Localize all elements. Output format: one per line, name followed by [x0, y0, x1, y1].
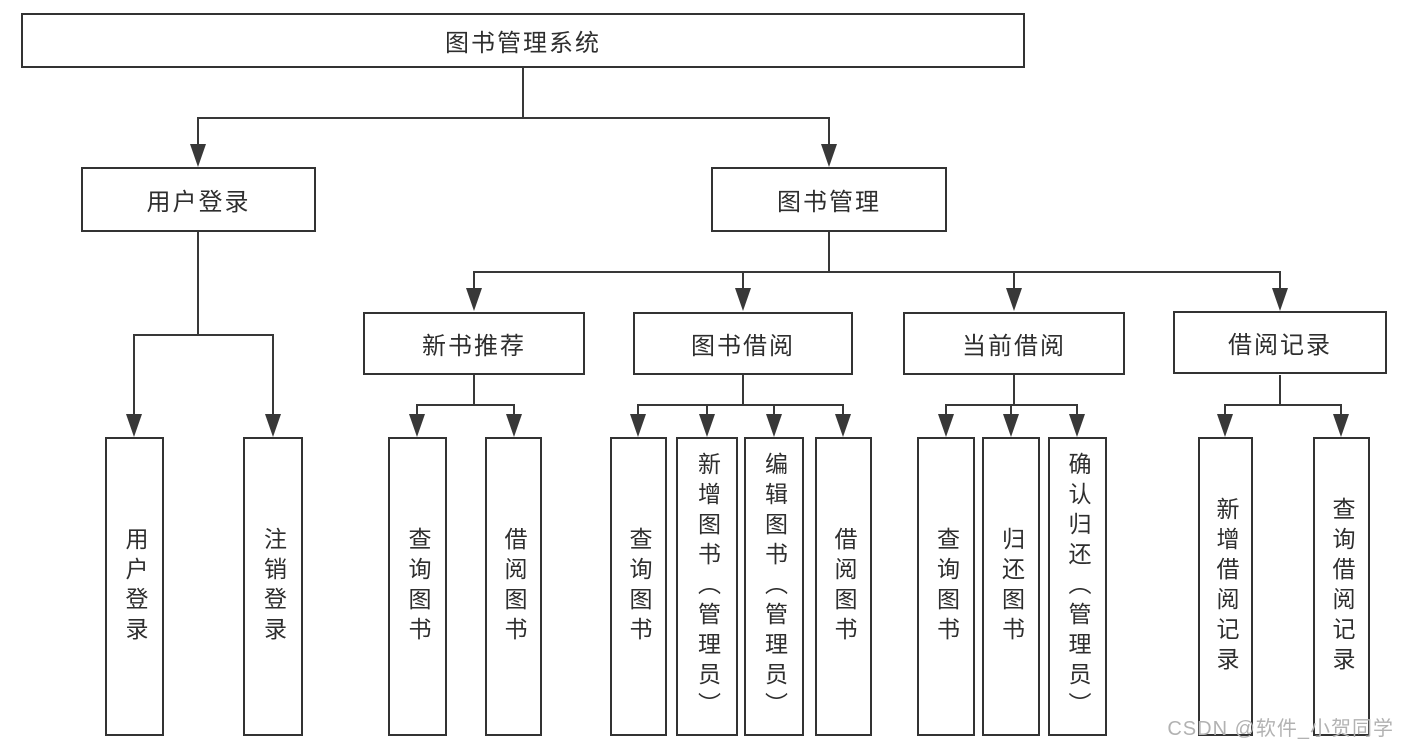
node-leaf-add-borrow-record: 新增借阅记录 — [1198, 437, 1253, 736]
node-borrowing-records: 借阅记录 — [1173, 311, 1387, 374]
node-leaf-query-borrow-record: 查询借阅记录 — [1313, 437, 1370, 736]
node-leaf-add-books-admin: 新增图书（管理员） — [676, 437, 738, 736]
arrowhead-icon — [699, 414, 715, 437]
node-label: 注销登录 — [260, 526, 287, 647]
node-label: 用户登录 — [122, 526, 148, 647]
node-label: 借阅图书 — [831, 526, 857, 647]
node-label: 编辑图书（管理员） — [761, 451, 788, 722]
node-leaf-user-login: 用户登录 — [105, 437, 164, 736]
arrowhead-icon — [630, 414, 646, 437]
node-leaf-query-books-borrowing: 查询图书 — [610, 437, 667, 736]
node-label: 借阅图书 — [501, 526, 527, 647]
arrowhead-icon — [190, 144, 206, 167]
node-label: 借阅记录 — [1228, 332, 1332, 359]
arrowhead-icon — [1272, 288, 1288, 311]
node-label: 查询借阅记录 — [1329, 496, 1355, 677]
node-label: 图书管理系统 — [445, 30, 601, 57]
node-user-login-module: 用户登录 — [81, 167, 316, 232]
node-label: 图书管理 — [777, 189, 881, 216]
node-label: 查询图书 — [933, 526, 960, 647]
node-label: 新增图书（管理员） — [694, 451, 721, 722]
arrowhead-icon — [821, 144, 837, 167]
arrowhead-icon — [409, 414, 425, 437]
node-leaf-confirm-return-admin: 确认归还（管理员） — [1048, 437, 1107, 736]
arrowhead-icon — [1003, 414, 1019, 437]
node-leaf-edit-books-admin: 编辑图书（管理员） — [744, 437, 804, 736]
node-leaf-borrow-books-recommend: 借阅图书 — [485, 437, 542, 736]
arrowhead-icon — [1069, 414, 1085, 437]
node-leaf-logout: 注销登录 — [243, 437, 303, 736]
arrowhead-icon — [1217, 414, 1233, 437]
watermark: CSDN @软件_小贺同学 — [1167, 718, 1394, 740]
node-label: 当前借阅 — [962, 333, 1066, 360]
node-label: 新增借阅记录 — [1213, 496, 1239, 677]
arrowhead-icon — [466, 288, 482, 311]
node-label: 确认归还（管理员） — [1065, 451, 1091, 722]
node-label: 图书借阅 — [691, 333, 795, 360]
arrowhead-icon — [938, 414, 954, 437]
arrowhead-icon — [506, 414, 522, 437]
node-leaf-return-books: 归还图书 — [982, 437, 1040, 736]
node-label: 归还图书 — [998, 526, 1025, 647]
node-leaf-borrow-books-borrowing: 借阅图书 — [815, 437, 872, 736]
node-label: 查询图书 — [626, 526, 652, 647]
node-book-borrowing: 图书借阅 — [633, 312, 853, 375]
arrowhead-icon — [1333, 414, 1349, 437]
arrowhead-icon — [126, 414, 142, 437]
arrowhead-icon — [835, 414, 851, 437]
node-root-system: 图书管理系统 — [21, 13, 1025, 68]
arrowhead-icon — [766, 414, 782, 437]
arrowhead-icon — [1006, 288, 1022, 311]
node-label: 查询图书 — [405, 526, 431, 647]
node-new-book-recommend: 新书推荐 — [363, 312, 585, 375]
node-current-borrowing: 当前借阅 — [903, 312, 1125, 375]
node-book-management-module: 图书管理 — [711, 167, 947, 232]
node-label: 用户登录 — [146, 189, 251, 216]
arrowhead-icon — [265, 414, 281, 437]
node-leaf-query-books-current: 查询图书 — [917, 437, 975, 736]
node-label: 新书推荐 — [422, 333, 526, 360]
node-leaf-query-books-recommend: 查询图书 — [388, 437, 447, 736]
arrowhead-icon — [735, 288, 751, 311]
